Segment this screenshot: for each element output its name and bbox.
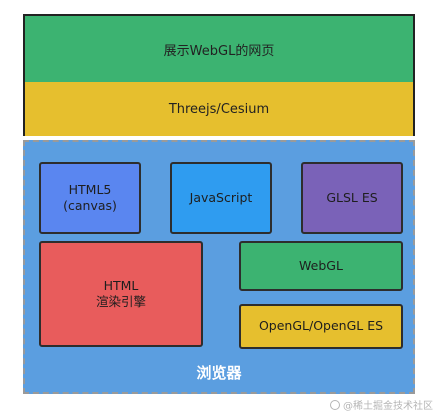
- webpage-stack: 展示WebGL的网页 Threejs/Cesium: [23, 14, 415, 136]
- webgl-block: WebGL: [239, 241, 403, 291]
- canvas-label: (canvas): [63, 198, 117, 213]
- browser-container: HTML5 (canvas) JavaScript GLSL ES HTML 渲…: [23, 140, 415, 394]
- javascript-label: JavaScript: [189, 189, 253, 205]
- render-engine-label: 渲染引擎: [95, 294, 146, 309]
- glsl-es-block: GLSL ES: [301, 162, 403, 234]
- framework-layer: Threejs/Cesium: [25, 82, 413, 136]
- html5-label: HTML5: [68, 181, 112, 197]
- webgl-webpage-label: 展示WebGL的网页: [163, 43, 275, 59]
- glsl-es-label: GLSL ES: [326, 189, 378, 205]
- webgl-label: WebGL: [299, 257, 343, 273]
- javascript-block: JavaScript: [170, 162, 272, 234]
- watermark: @稀土掘金技术社区: [330, 397, 433, 412]
- html-render-engine-block: HTML 渲染引擎: [39, 241, 203, 347]
- watermark-text: @稀土掘金技术社区: [343, 401, 433, 412]
- opengl-block: OpenGL/OpenGL ES: [239, 304, 403, 349]
- webgl-webpage-layer: 展示WebGL的网页: [25, 16, 413, 84]
- opengl-label: OpenGL/OpenGL ES: [258, 318, 384, 334]
- html5-canvas-block: HTML5 (canvas): [39, 162, 141, 234]
- framework-label: Threejs/Cesium: [168, 101, 270, 117]
- watermark-logo-icon: [330, 399, 340, 410]
- html-label: HTML: [103, 277, 139, 293]
- browser-label: 浏览器: [196, 364, 242, 382]
